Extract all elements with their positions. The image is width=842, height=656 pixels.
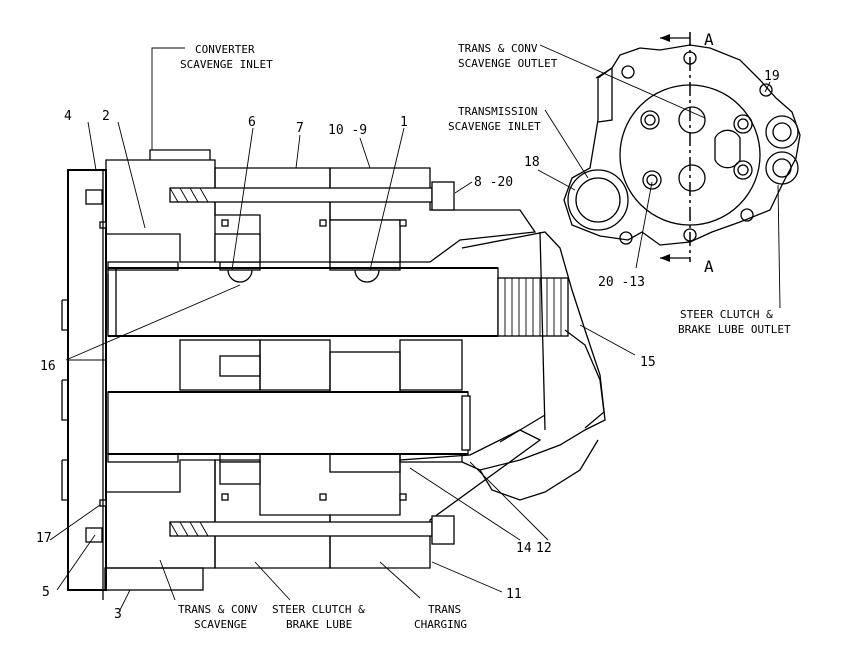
- label-trans-conv-scavenge-line1: TRANS & CONV: [178, 603, 258, 616]
- callout-6: 6: [248, 115, 256, 130]
- label-steer-brake-lube-line2: BRAKE LUBE: [286, 618, 352, 631]
- label-trans-charging-line2: CHARGING: [414, 618, 467, 631]
- label-transmission-inlet-line2: SCAVENGE INLET: [448, 120, 541, 133]
- leader-lines: [49, 44, 781, 611]
- callout-3: 3: [114, 607, 122, 622]
- section-marker-top: A: [704, 30, 714, 49]
- pump-body-section: [61, 149, 606, 600]
- label-steer-outlet-line2: BRAKE LUBE OUTLET: [678, 323, 791, 336]
- section-marker-bottom: A: [704, 257, 714, 276]
- label-trans-conv-outlet-line1: TRANS & CONV: [458, 42, 538, 55]
- callout-14: 14: [516, 541, 532, 556]
- callout-17: 17: [36, 531, 52, 546]
- callout-2: 2: [102, 109, 110, 124]
- callout-10-9: 10 -9: [328, 123, 367, 138]
- label-steer-brake-lube-line1: STEER CLUTCH &: [272, 603, 365, 616]
- callout-16: 16: [40, 359, 56, 374]
- callout-18: 18: [524, 155, 540, 170]
- label-trans-conv-scavenge-line2: SCAVENGE: [194, 618, 247, 631]
- callout-20-13: 20 -13: [598, 275, 645, 290]
- callout-11: 11: [506, 587, 522, 602]
- text-labels: CONVERTER SCAVENGE INLET TRANS & CONV SC…: [36, 30, 791, 631]
- callout-5: 5: [42, 585, 50, 600]
- callout-12: 12: [536, 541, 552, 556]
- callout-4: 4: [64, 109, 72, 124]
- label-converter-line1: CONVERTER: [195, 43, 255, 56]
- label-converter-line2: SCAVENGE INLET: [180, 58, 273, 71]
- label-steer-outlet-line1: STEER CLUTCH &: [680, 308, 773, 321]
- callout-8-20: 8 -20: [474, 175, 513, 190]
- callout-15: 15: [640, 355, 656, 370]
- callout-19: 19: [764, 69, 780, 84]
- label-trans-conv-outlet-line2: SCAVENGE OUTLET: [458, 57, 558, 70]
- callout-1: 1: [400, 115, 408, 130]
- callout-7: 7: [296, 121, 304, 136]
- label-transmission-inlet-line1: TRANSMISSION: [458, 105, 537, 118]
- label-trans-charging-line1: TRANS: [428, 603, 461, 616]
- section-a-a-view: [563, 32, 801, 262]
